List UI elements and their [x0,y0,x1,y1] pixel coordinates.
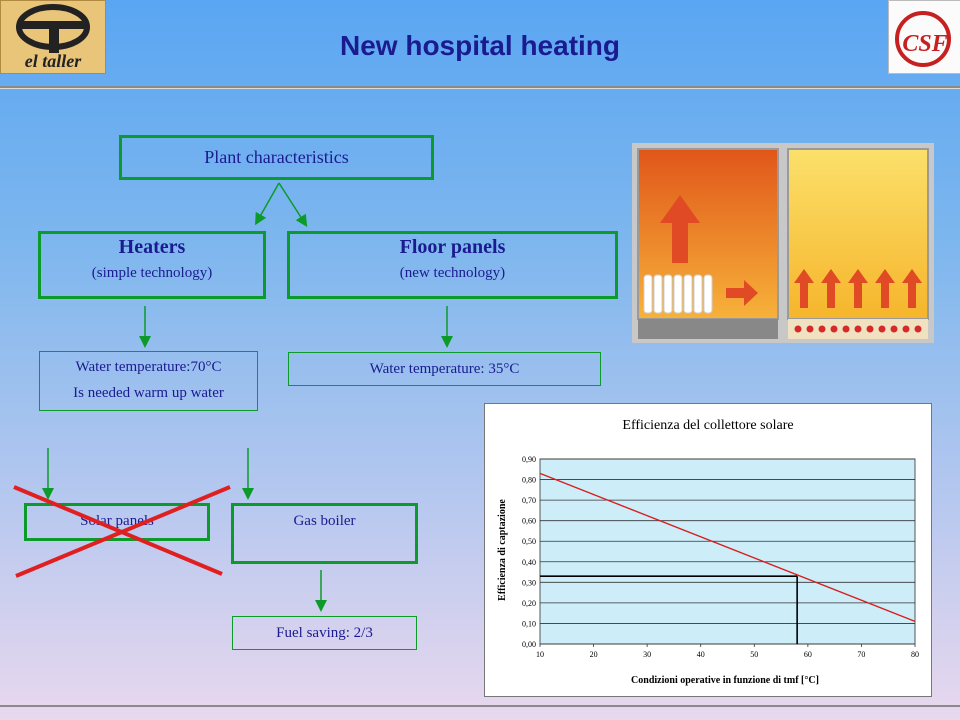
chart-x-axis-label: Condizioni operative in funzione di tmf … [631,675,819,686]
efficiency-chart-svg: Efficienza del collettore solare 0,00 0,1… [497,418,919,686]
water-temp-floor-box: Water temperature: 35°C [288,352,601,386]
gas-boiler-label: Gas boiler [293,513,356,529]
chart-x-tick-label: 80 [911,650,919,659]
fuel-saving-label: Fuel saving: 2/3 [276,625,373,641]
el-taller-logo: el taller [0,0,106,74]
chart-y-tick-label: 0,40 [522,558,536,567]
heaters-title: Heaters [118,236,186,258]
water-temp-heaters-line1: Water temperature:70°C [75,359,222,375]
chart-x-tick-label: 30 [643,650,651,659]
water-temp-heaters-line2: Is needed warm up water [73,385,224,401]
gas-boiler-box: Gas boiler [231,503,418,564]
chart-y-tick-label: 0,50 [522,537,536,546]
efficiency-chart: Efficienza del collettore solare 0,00 0,1… [484,403,932,697]
fuel-saving-box: Fuel saving: 2/3 [232,616,417,650]
water-temp-floor-label: Water temperature: 35°C [369,361,520,377]
chart-plot-background [539,458,916,645]
heaters-box: Heaters (simple technology) [38,231,266,299]
arrow-plant-to-floor [278,182,308,228]
footer-divider [0,705,960,708]
header-divider [0,86,960,89]
chart-y-tick-label: 0,70 [522,496,536,505]
page-title: New hospital heating [339,30,621,61]
chart-y-axis-label: Efficienza di captazione [497,499,508,601]
chart-x-tick-label: 40 [697,650,705,659]
cross-line-2 [15,485,231,578]
chart-x-tick-label: 10 [536,650,544,659]
floor-subtitle: (new technology) [399,265,506,281]
floor-panels-box: Floor panels (new technology) [287,231,618,299]
chart-title: Efficienza del collettore solare [622,418,793,433]
csf-logo-graphic: CSF [895,11,951,67]
floor-title: Floor panels [399,236,506,258]
water-temp-heaters-box: Water temperature:70°C Is needed warm up… [39,351,258,411]
el-taller-logo-graphic: el taller [16,4,90,71]
plant-label: Plant characteristics [204,147,349,167]
chart-y-tick-label: 0,30 [522,578,536,587]
chart-x-tick-label: 50 [750,650,758,659]
chart-y-tick-label: 0,20 [522,599,536,608]
heating-illustration-graphic [637,148,929,339]
chart-y-tick-label: 0,60 [522,517,536,526]
heating-illustration [632,143,934,343]
csf-logo: CSF [888,0,960,74]
chart-x-tick-label: 70 [857,650,865,659]
arrow-plant-to-heaters [255,182,280,226]
chart-x-tick-label: 20 [590,650,598,659]
logo-right-text: CSF [902,31,947,57]
chart-series-line [539,472,916,623]
plant-characteristics-box: Plant characteristics [119,135,434,180]
chart-plot-area: 0,00 0,10 0,20 0,30 0,40 0,50 0,60 0,70 0,80 0,90… [522,455,919,659]
chart-y-tick-label: 0,00 [522,640,536,649]
chart-y-tick-label: 0,80 [522,476,536,485]
heaters-subtitle: (simple technology) [91,265,213,281]
chart-x-tick-label: 60 [804,650,812,659]
chart-y-tick-label: 0,90 [522,455,536,464]
cross-line-1 [13,485,223,576]
chart-y-tick-label: 0,10 [522,619,536,628]
logo-left-text: el taller [25,51,82,71]
